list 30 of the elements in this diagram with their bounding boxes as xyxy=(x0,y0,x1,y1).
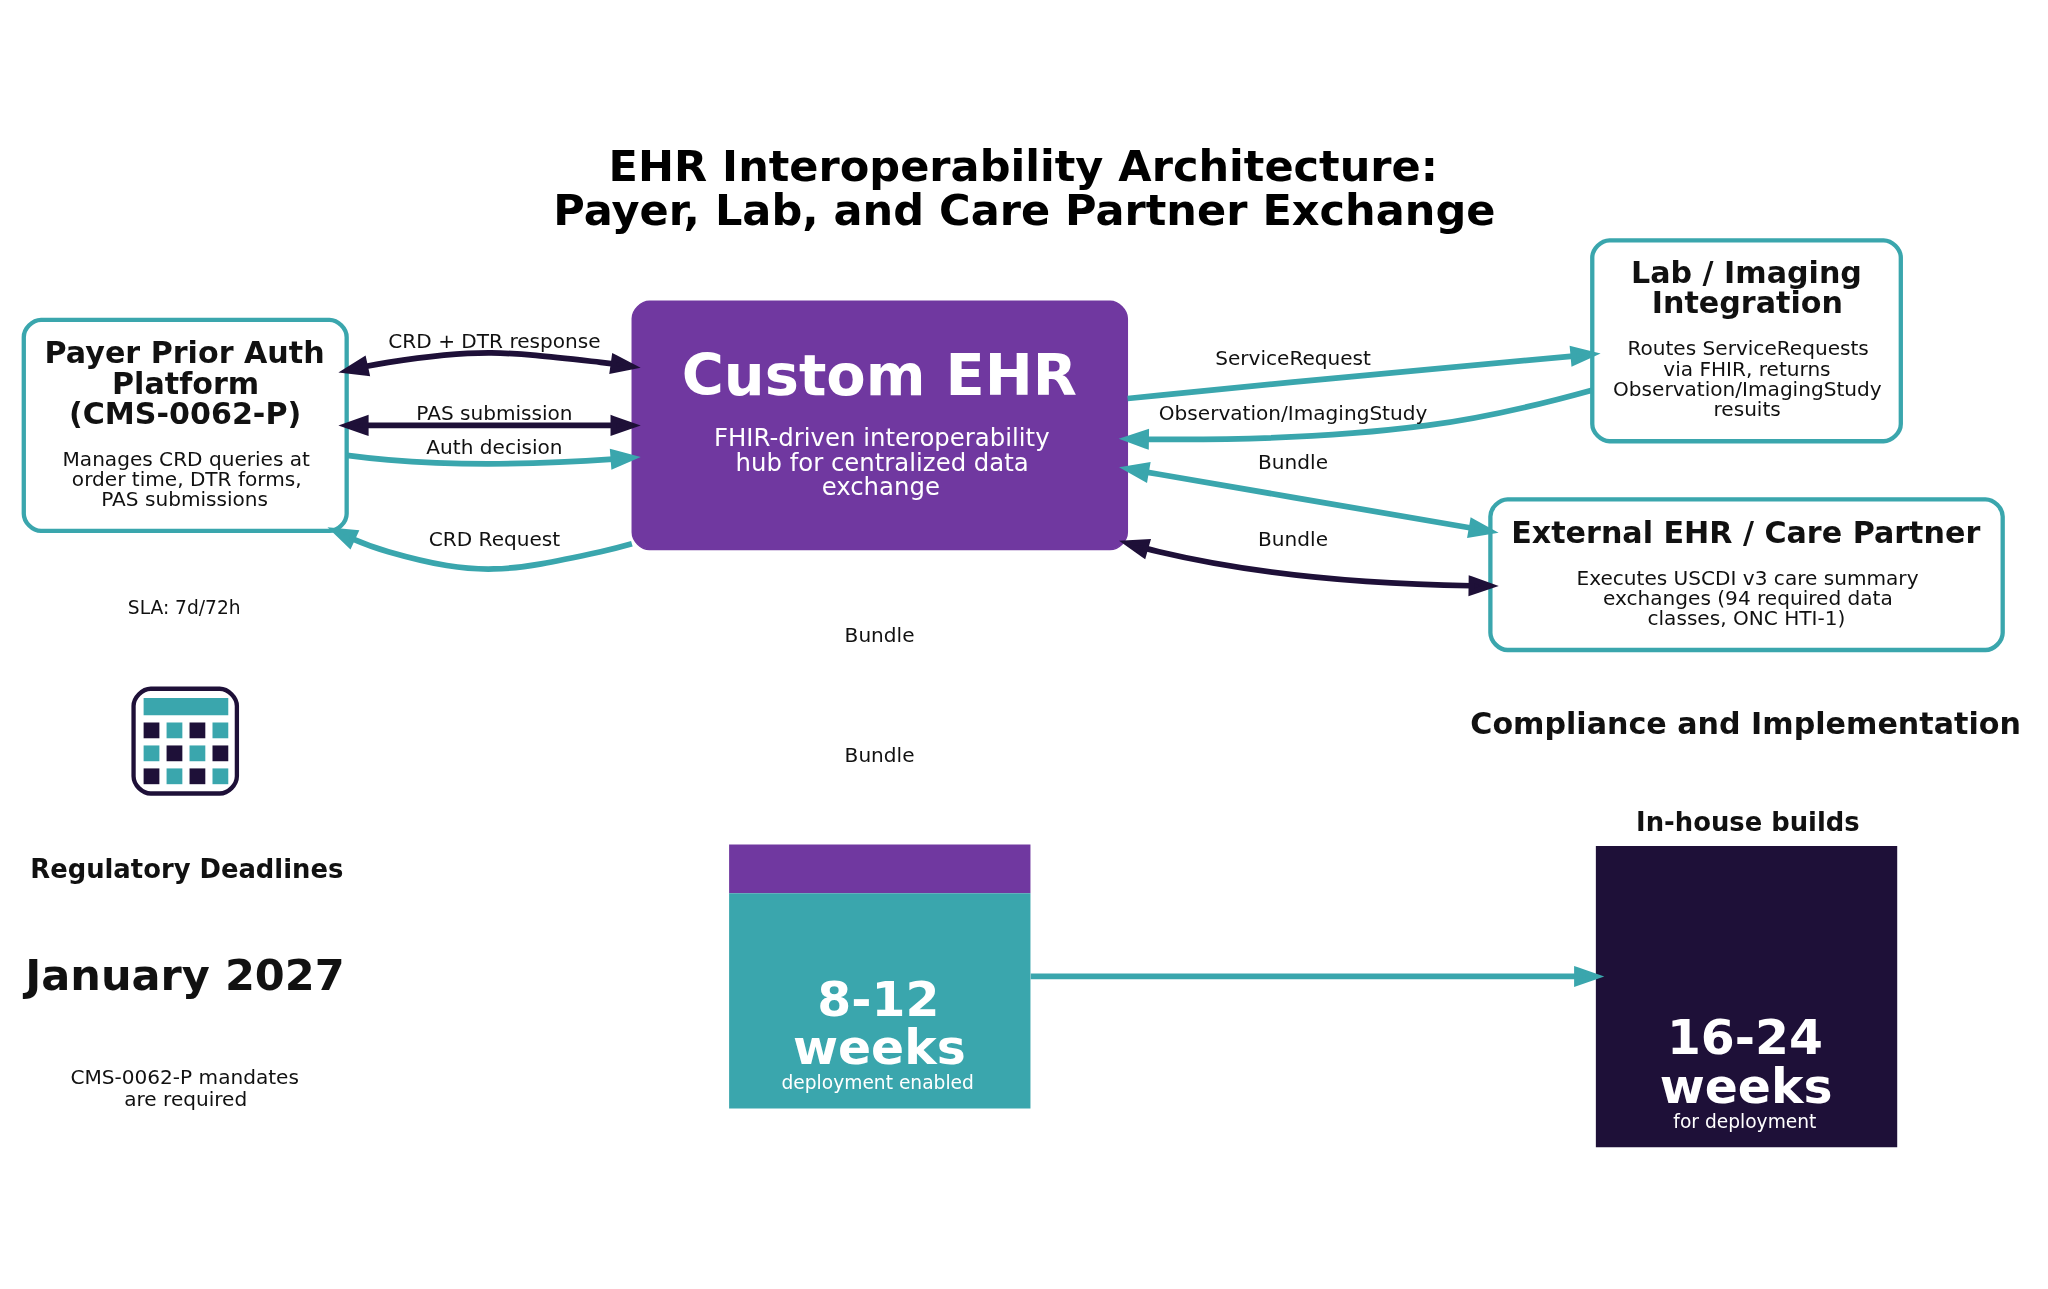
label: Bundle xyxy=(844,622,915,647)
edge-label: Bundle xyxy=(1258,526,1329,551)
arrow xyxy=(1119,461,1499,538)
node-box: Payer Prior Auth Platform (CMS-0062-P) Manages CRD queries at order time, DTR forms, PAS submissions xyxy=(21,317,349,533)
label: Regulatory Deadlines xyxy=(30,853,344,884)
node-label: In-house builds xyxy=(1636,806,1860,837)
label: Bundle xyxy=(844,742,915,767)
label: SLA: 7d/72h xyxy=(127,596,241,618)
edge-label: Bundle xyxy=(1258,449,1329,474)
edge-label: CRD Request xyxy=(428,526,561,551)
node-box: Lab / Imaging Integration Routes ServiceRequests via FHIR, returns Observation/ImagingStudy resuits xyxy=(1590,237,1903,443)
arrow xyxy=(346,448,641,470)
arrow xyxy=(1127,345,1601,401)
arrow xyxy=(1030,965,1605,987)
arrow xyxy=(1119,538,1499,596)
node-box: Custom EHR FHIR-driven interoperability hub for centralized data exchange xyxy=(631,300,1129,550)
diagram-title: EHR Interoperability Architecture: Payer, Lab, and Care Partner Exchange xyxy=(553,140,1496,235)
node-box: External EHR / Care Partner Executes USCDI v3 care summary exchanges (94 required data classes, ONC HTI-1) xyxy=(1488,496,2005,652)
edge-label: Observation/ImagingStudy xyxy=(1158,400,1428,425)
edge-label: ServiceRequest xyxy=(1215,345,1371,370)
label: Compliance and Implementation xyxy=(1470,705,2021,741)
arrow xyxy=(327,526,633,572)
node-box: 16-24 weeks for deployment xyxy=(1595,845,1898,1147)
arrow xyxy=(338,414,641,436)
arrow xyxy=(1118,386,1593,450)
edge-label: Auth decision xyxy=(426,434,563,459)
edge-label: PAS submission xyxy=(416,400,573,425)
arrow xyxy=(338,349,641,376)
label: CMS-0062-P mandates are required xyxy=(70,1064,299,1111)
edge-label: CRD + DTR response xyxy=(388,328,601,353)
